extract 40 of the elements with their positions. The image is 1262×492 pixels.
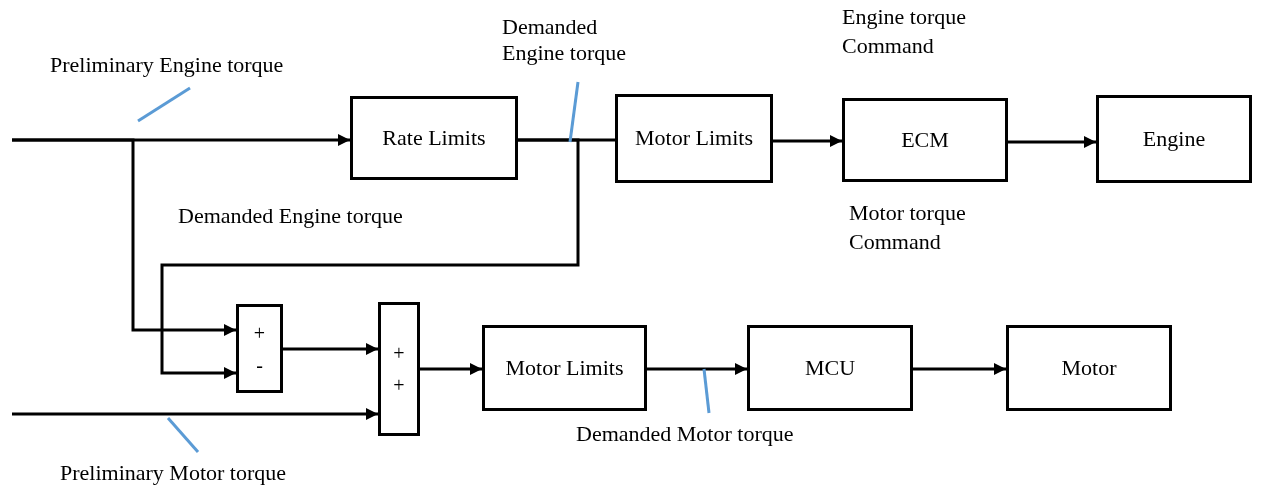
- process-box: [350, 96, 518, 180]
- process-box: [1096, 95, 1252, 183]
- signal-label: Motor torque Command: [849, 199, 967, 256]
- arrow: [12, 138, 236, 336]
- sign-symbol: +: [253, 320, 266, 346]
- arrow: [773, 135, 842, 147]
- block-label: Motor: [1061, 354, 1117, 382]
- signal-label: Demanded Engine torque: [178, 202, 404, 230]
- sign-symbol: +: [393, 341, 405, 366]
- signal-label: Demanded Motor torque: [576, 421, 794, 448]
- block-label: Motor Limits: [505, 354, 624, 382]
- signal-label: Preliminary Engine torque: [50, 52, 284, 79]
- signal-label: Preliminary Motor torque: [60, 460, 287, 487]
- block-label: Engine: [1142, 125, 1206, 153]
- process-box: [747, 325, 913, 411]
- arrow: [160, 138, 580, 379]
- process-box: [1006, 325, 1172, 411]
- arrow: [12, 408, 378, 420]
- arrow: [283, 343, 378, 355]
- arrow: [913, 363, 1006, 375]
- leader-line: [137, 86, 191, 123]
- block-label: ECM: [901, 126, 949, 154]
- process-box: [615, 94, 773, 183]
- leader-line: [702, 368, 711, 414]
- arrow: [647, 363, 747, 375]
- block-label: Motor Limits: [635, 125, 753, 152]
- summing-junction: [378, 302, 420, 436]
- block-label: MCU: [804, 354, 856, 382]
- leader-line: [568, 81, 580, 143]
- block-label: Rate Limits: [382, 124, 486, 152]
- leader-line: [166, 417, 200, 453]
- arrow: [420, 363, 482, 375]
- sign-symbol: -: [256, 352, 263, 378]
- sign-symbol: +: [393, 373, 405, 398]
- arrow: [1008, 136, 1096, 148]
- signal-label: Demanded Engine torque: [502, 14, 628, 67]
- signal-label: Engine torque Command: [842, 3, 968, 60]
- process-box: [842, 98, 1008, 182]
- process-box: [482, 325, 647, 411]
- summing-junction: [236, 304, 283, 393]
